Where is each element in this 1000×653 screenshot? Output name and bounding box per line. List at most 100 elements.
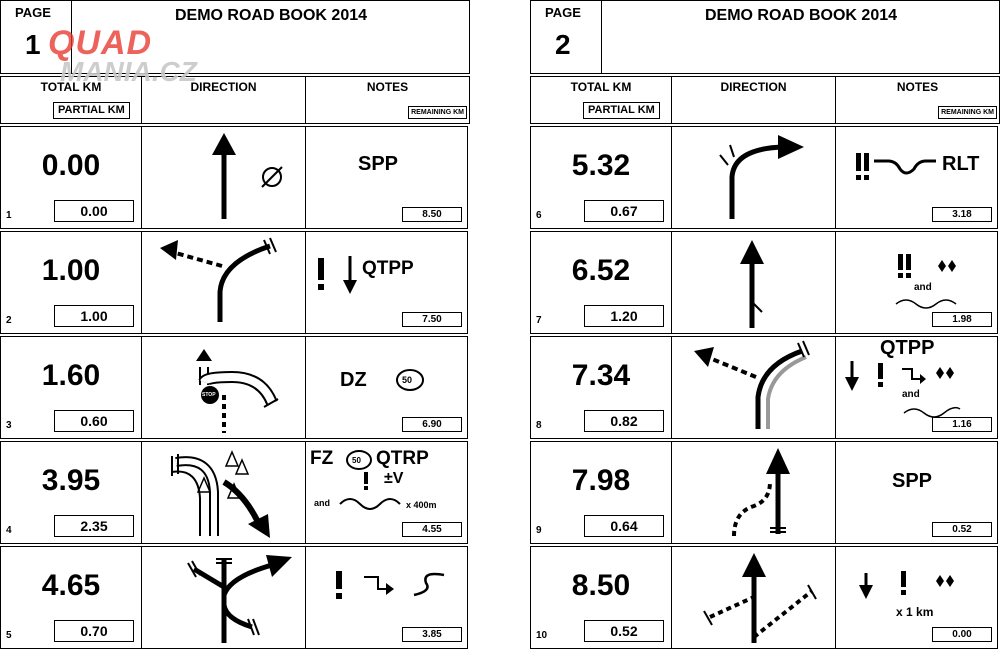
logo-line-2: MANIA.CZ: [60, 56, 197, 87]
notes-cell: SPP 0.52: [836, 442, 998, 543]
and-label: and: [914, 282, 932, 293]
direction-cell: STOP: [142, 337, 306, 438]
partial-km: 0.70: [54, 620, 134, 642]
distance-label: x 1 km: [896, 605, 934, 619]
row-number: 10: [536, 630, 548, 641]
direction-cell: [142, 547, 306, 648]
double-caution-dip-icon: [856, 153, 936, 180]
page-number-cell: PAGE 1: [1, 1, 72, 73]
remaining-km: 1.16: [932, 417, 992, 432]
partial-km: 0.52: [584, 620, 664, 642]
and-label: and: [314, 498, 331, 508]
direction-cell: [672, 232, 836, 333]
row-number: 6: [536, 210, 542, 221]
roadbook-page-2: PAGE 2 DEMO ROAD BOOK 2014 TOTAL KM PART…: [530, 0, 1000, 653]
total-km-label: TOTAL KM: [40, 80, 102, 94]
notes-column-header: NOTES REMAINING KM: [306, 77, 469, 123]
partial-km: 1.00: [54, 305, 134, 327]
notes-cell: 3.85: [306, 547, 468, 648]
row-number: 7: [536, 315, 542, 326]
distance-cell: 0.00 1 0.00: [1, 127, 142, 228]
direction-cell: [142, 442, 306, 543]
direction-label: DIRECTION: [720, 80, 787, 94]
danger-and-down-arrow-icon: [318, 256, 357, 294]
remaining-km: 0.52: [932, 522, 992, 537]
partial-km: 2.35: [54, 515, 134, 537]
remaining-km-label: REMAINING KM: [938, 106, 997, 119]
row-number: 3: [6, 420, 12, 431]
straight-crossing-tracks-icon: [703, 553, 817, 643]
note-text: QTPP: [362, 258, 414, 279]
page-header: PAGE 2 DEMO ROAD BOOK 2014: [530, 0, 1000, 74]
note-text-2: QTRP: [376, 448, 429, 469]
distance-cell: 7.34 8 0.82: [531, 337, 672, 438]
notes-cell: QTPP 7.50: [306, 232, 468, 333]
total-km: 8.50: [571, 569, 631, 602]
plus-minus-v-icon: ±V: [384, 470, 404, 487]
remaining-km: 0.00: [932, 627, 992, 642]
direction-column-header: DIRECTION: [672, 77, 836, 123]
speed-limit-icon: [396, 369, 424, 391]
total-km: 1.00: [41, 254, 101, 287]
total-km: 7.98: [571, 464, 631, 497]
row-number: 5: [6, 630, 12, 641]
partial-km: 0.60: [54, 410, 134, 432]
total-km: 7.34: [571, 359, 631, 392]
remaining-km: 7.50: [402, 312, 462, 327]
crossroads-right-arrow-icon: [187, 555, 292, 643]
distance-cell: 3.95 4 2.35: [1, 442, 142, 543]
note-text: FZ: [310, 448, 334, 469]
partial-km: 1.20: [584, 305, 664, 327]
row-number: 1: [6, 210, 12, 221]
remaining-km: 6.90: [402, 417, 462, 432]
page-label: PAGE: [545, 5, 581, 20]
distance-cell: 7.98 9 0.64: [531, 442, 672, 543]
roadbook-row: 1.60 3 0.60 STOP DZ 50 6.90: [0, 336, 468, 439]
partial-km: 0.82: [584, 410, 664, 432]
straight-arrow-icon: [212, 133, 283, 219]
fork-left-arrow-icon: [160, 237, 277, 322]
notes-cell: RLT 3.18: [836, 127, 998, 228]
roadbook-row: 8.50 10 0.52 x 1 km: [530, 546, 998, 649]
remaining-km: 4.55: [402, 522, 462, 537]
row-number: 9: [536, 525, 542, 536]
right-curve-arrow-icon: [719, 135, 804, 219]
total-km-label: TOTAL KM: [570, 80, 632, 94]
direction-cell: [672, 547, 836, 648]
and-label: and: [902, 389, 920, 400]
distance-cell: 6.52 7 1.20: [531, 232, 672, 333]
double-caution-diamonds-wave-icon: [895, 254, 957, 309]
page-header: PAGE 1 DEMO ROAD BOOK 2014: [0, 0, 470, 74]
notes-label: NOTES: [896, 80, 939, 94]
note-text: RLT: [942, 153, 980, 175]
partial-km: 0.64: [584, 515, 664, 537]
partial-km: 0.00: [54, 200, 134, 222]
roadbook-row: 6.52 7 1.20 and 1.98: [530, 231, 998, 334]
partial-km: 0.67: [584, 200, 664, 222]
roadbook-row: 1.00 2 1.00 QTPP 7.50: [0, 231, 468, 334]
direction-column-header: DIRECTION: [142, 77, 306, 123]
distance-cell: 1.00 2 1.00: [1, 232, 142, 333]
roadbook-title: DEMO ROAD BOOK 2014: [704, 7, 898, 24]
speed-limit-value: 50: [402, 375, 413, 385]
speed-and-wave-icon: [339, 450, 401, 510]
notes-label: NOTES: [366, 80, 409, 94]
row-number: 2: [6, 315, 12, 326]
page-number: 2: [555, 29, 571, 60]
note-text: SPP: [892, 470, 933, 492]
notes-cell: FZ 50 QTRP ±V and x 400m 4.55: [306, 442, 468, 543]
stop-sign-text: STOP: [202, 392, 216, 398]
direction-label: DIRECTION: [190, 80, 257, 94]
roadbook-row: 3.95 4 2.35 FZ: [0, 441, 468, 544]
straight-arrow-icon: [740, 240, 764, 328]
direction-cell: [142, 232, 306, 333]
distance-cell: 1.60 3 0.60: [1, 337, 142, 438]
straight-with-left-track-icon: [732, 448, 790, 537]
total-km: 4.65: [41, 569, 101, 602]
km-column-header: TOTAL KM PARTIAL KM: [531, 77, 672, 123]
notes-cell: x 1 km 0.00: [836, 547, 998, 648]
direction-cell: [672, 127, 836, 228]
roadbook-row: 4.65 5 0.70: [0, 546, 468, 649]
distance-cell: 5.32 6 0.67: [531, 127, 672, 228]
distance-cell: 8.50 10 0.52: [531, 547, 672, 648]
